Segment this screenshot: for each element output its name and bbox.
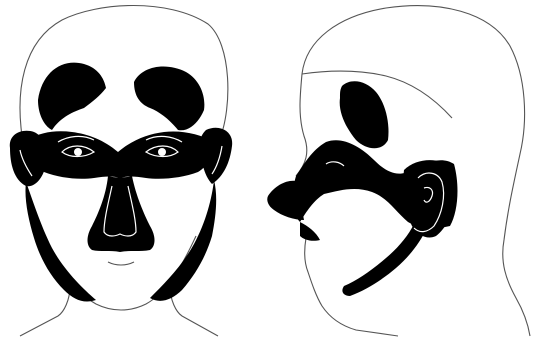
profile-forehead-outline — [296, 74, 307, 176]
front-mouth — [108, 262, 134, 265]
front-shaded-region — [10, 63, 232, 302]
front-neck-left — [20, 286, 70, 336]
profile-head-view — [267, 6, 530, 336]
front-head-view — [10, 6, 232, 337]
profile-shaded-region — [267, 81, 457, 296]
